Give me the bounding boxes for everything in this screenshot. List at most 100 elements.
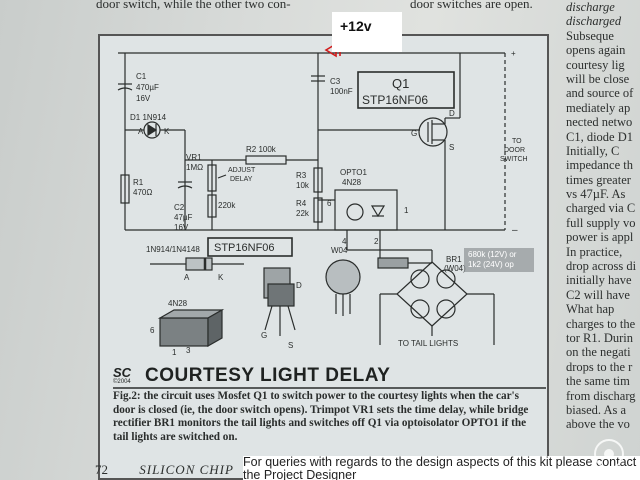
figure-caption: Fig.2: the circuit uses Mosfet Q1 to swi… xyxy=(113,390,529,443)
label-chip-pin3: 3 xyxy=(186,346,191,355)
label-br1-1: BR1 xyxy=(446,255,462,264)
right-column-line: the same tim xyxy=(566,374,630,389)
right-column-line: Subseque xyxy=(566,28,614,43)
label-c3-2: 100nF xyxy=(330,87,353,96)
label-stp-pkg: STP16NF06 xyxy=(214,242,275,254)
label-c2-1: C2 xyxy=(174,203,185,212)
voltage-annotation: +12v xyxy=(332,12,402,52)
right-column-line: biased. As a xyxy=(566,402,627,417)
label-res-note-line2: 1k2 (24V) op xyxy=(468,260,514,269)
watermark-icon xyxy=(594,439,624,469)
right-column-line: impedance th xyxy=(566,158,633,173)
label-diode-pkg: 1N914/1N4148 xyxy=(146,245,200,254)
right-column-line: from discharg xyxy=(566,388,636,403)
label-pkg-a: A xyxy=(184,273,190,282)
kit-query-text: For queries with regards to the design a… xyxy=(243,456,637,480)
right-column-line: opens again xyxy=(566,43,626,58)
right-column-line: Initially, C xyxy=(566,143,620,158)
label-adjust-1: ADJUST xyxy=(228,167,256,174)
label-r1-1: R1 xyxy=(133,178,144,187)
label-220k: 220k xyxy=(218,201,236,210)
label-c2-3: 16V xyxy=(174,223,189,232)
label-w04: W04 xyxy=(331,246,348,255)
label-r3-1: R3 xyxy=(296,171,307,180)
label-vr1-2: 1MΩ xyxy=(186,163,203,172)
label-pkg-d: D xyxy=(296,281,302,290)
right-column-line: nected netwo xyxy=(566,115,633,130)
silicon-chip-logo: SC ©2004 xyxy=(113,366,139,388)
label-pkg-s: S xyxy=(288,341,293,350)
right-column-line: times greater xyxy=(566,172,631,187)
label-r4-1: R4 xyxy=(296,199,307,208)
right-column-line: discharge xyxy=(566,0,615,14)
label-c1-1: C1 xyxy=(136,72,147,81)
label-k: K xyxy=(164,127,170,136)
label-plus-top: + xyxy=(511,49,516,58)
right-column-line: and source of xyxy=(566,86,634,101)
label-c3-1: C3 xyxy=(330,77,341,86)
right-column-line: mediately ap xyxy=(566,100,631,115)
magazine-name: SILICON CHIP xyxy=(139,462,234,477)
right-column-line: What hap xyxy=(566,302,615,317)
label-r3-2: 10k xyxy=(296,181,310,190)
figure-title: COURTESY LIGHT DELAY xyxy=(145,365,391,386)
logo-year: ©2004 xyxy=(113,379,131,385)
label-pin2: 2 xyxy=(374,237,379,246)
right-column-line: drops to the r xyxy=(566,359,633,374)
label-a: A xyxy=(138,127,144,136)
right-column-line: discharged xyxy=(566,14,622,29)
label-res-note-line1: 680k (12V) or xyxy=(468,250,517,259)
label-opto-2: 4N28 xyxy=(342,178,362,187)
right-column-line: courtesy lig xyxy=(566,57,625,72)
page-number: 72 xyxy=(95,462,108,477)
label-to-door-1: TO xyxy=(512,138,522,145)
kit-query-note: For queries with regards to the design a… xyxy=(243,456,640,480)
right-column-line: power is appl xyxy=(566,230,634,245)
right-column-line: charged via C xyxy=(566,201,636,216)
logo-mark: SC xyxy=(113,365,132,380)
label-c1-2: 470µF xyxy=(136,83,159,92)
right-column-line: drop across di xyxy=(566,259,637,274)
right-column-line: C2 will have xyxy=(566,287,630,302)
label-q1: Q1 xyxy=(392,76,409,91)
label-pin6: 6 xyxy=(327,199,332,208)
page-footer-left: 72 SILICON CHIP xyxy=(95,462,234,478)
label-c2-2: 47µF xyxy=(174,213,193,222)
label-chip-pin6: 6 xyxy=(150,326,155,335)
label-4n28: 4N28 xyxy=(168,299,188,308)
label-to-door-2: DOOR xyxy=(504,147,525,154)
label-r2: R2 100k xyxy=(246,145,277,154)
label-r4-2: 22k xyxy=(296,209,310,218)
label-to-tail: TO TAIL LIGHTS xyxy=(398,339,458,348)
label-q1-part: STP16NF06 xyxy=(362,93,428,107)
label-to-door-3: SWITCH xyxy=(500,156,528,163)
label-pkg-k: K xyxy=(218,273,224,282)
right-column-line: vs 47µF. As xyxy=(566,187,626,202)
label-pkg-g: G xyxy=(261,331,267,340)
label-pin4: 4 xyxy=(342,237,347,246)
label-minus: – xyxy=(512,225,518,236)
label-g: G xyxy=(411,129,417,138)
label-adjust-2: DELAY xyxy=(230,176,253,183)
body-text-top-left: door switch, while the other two con- xyxy=(96,0,291,11)
right-column-line: tor R1. Durin xyxy=(566,330,634,345)
label-chip-pin1: 1 xyxy=(172,348,177,357)
right-column-line: will be close xyxy=(566,71,630,86)
label-d: D xyxy=(449,109,455,118)
label-s: S xyxy=(449,143,454,152)
label-vr1-1: VR1 xyxy=(186,153,202,162)
right-column-line: C1, diode D1 xyxy=(566,129,634,144)
label-r1-2: 470Ω xyxy=(133,188,152,197)
voltage-label: +12v xyxy=(340,18,372,34)
label-br1-2: (W04) xyxy=(444,264,466,273)
right-column-line: above the vo xyxy=(566,417,630,432)
label-c1-3: 16V xyxy=(136,94,151,103)
right-column-line: on the negati xyxy=(566,345,631,360)
label-d1: D1 1N914 xyxy=(130,113,167,122)
label-opto-1: OPTO1 xyxy=(340,168,368,177)
right-column-line: initially have xyxy=(566,273,632,288)
right-column-line: full supply vo xyxy=(566,215,636,230)
label-pin1: 1 xyxy=(404,206,409,215)
